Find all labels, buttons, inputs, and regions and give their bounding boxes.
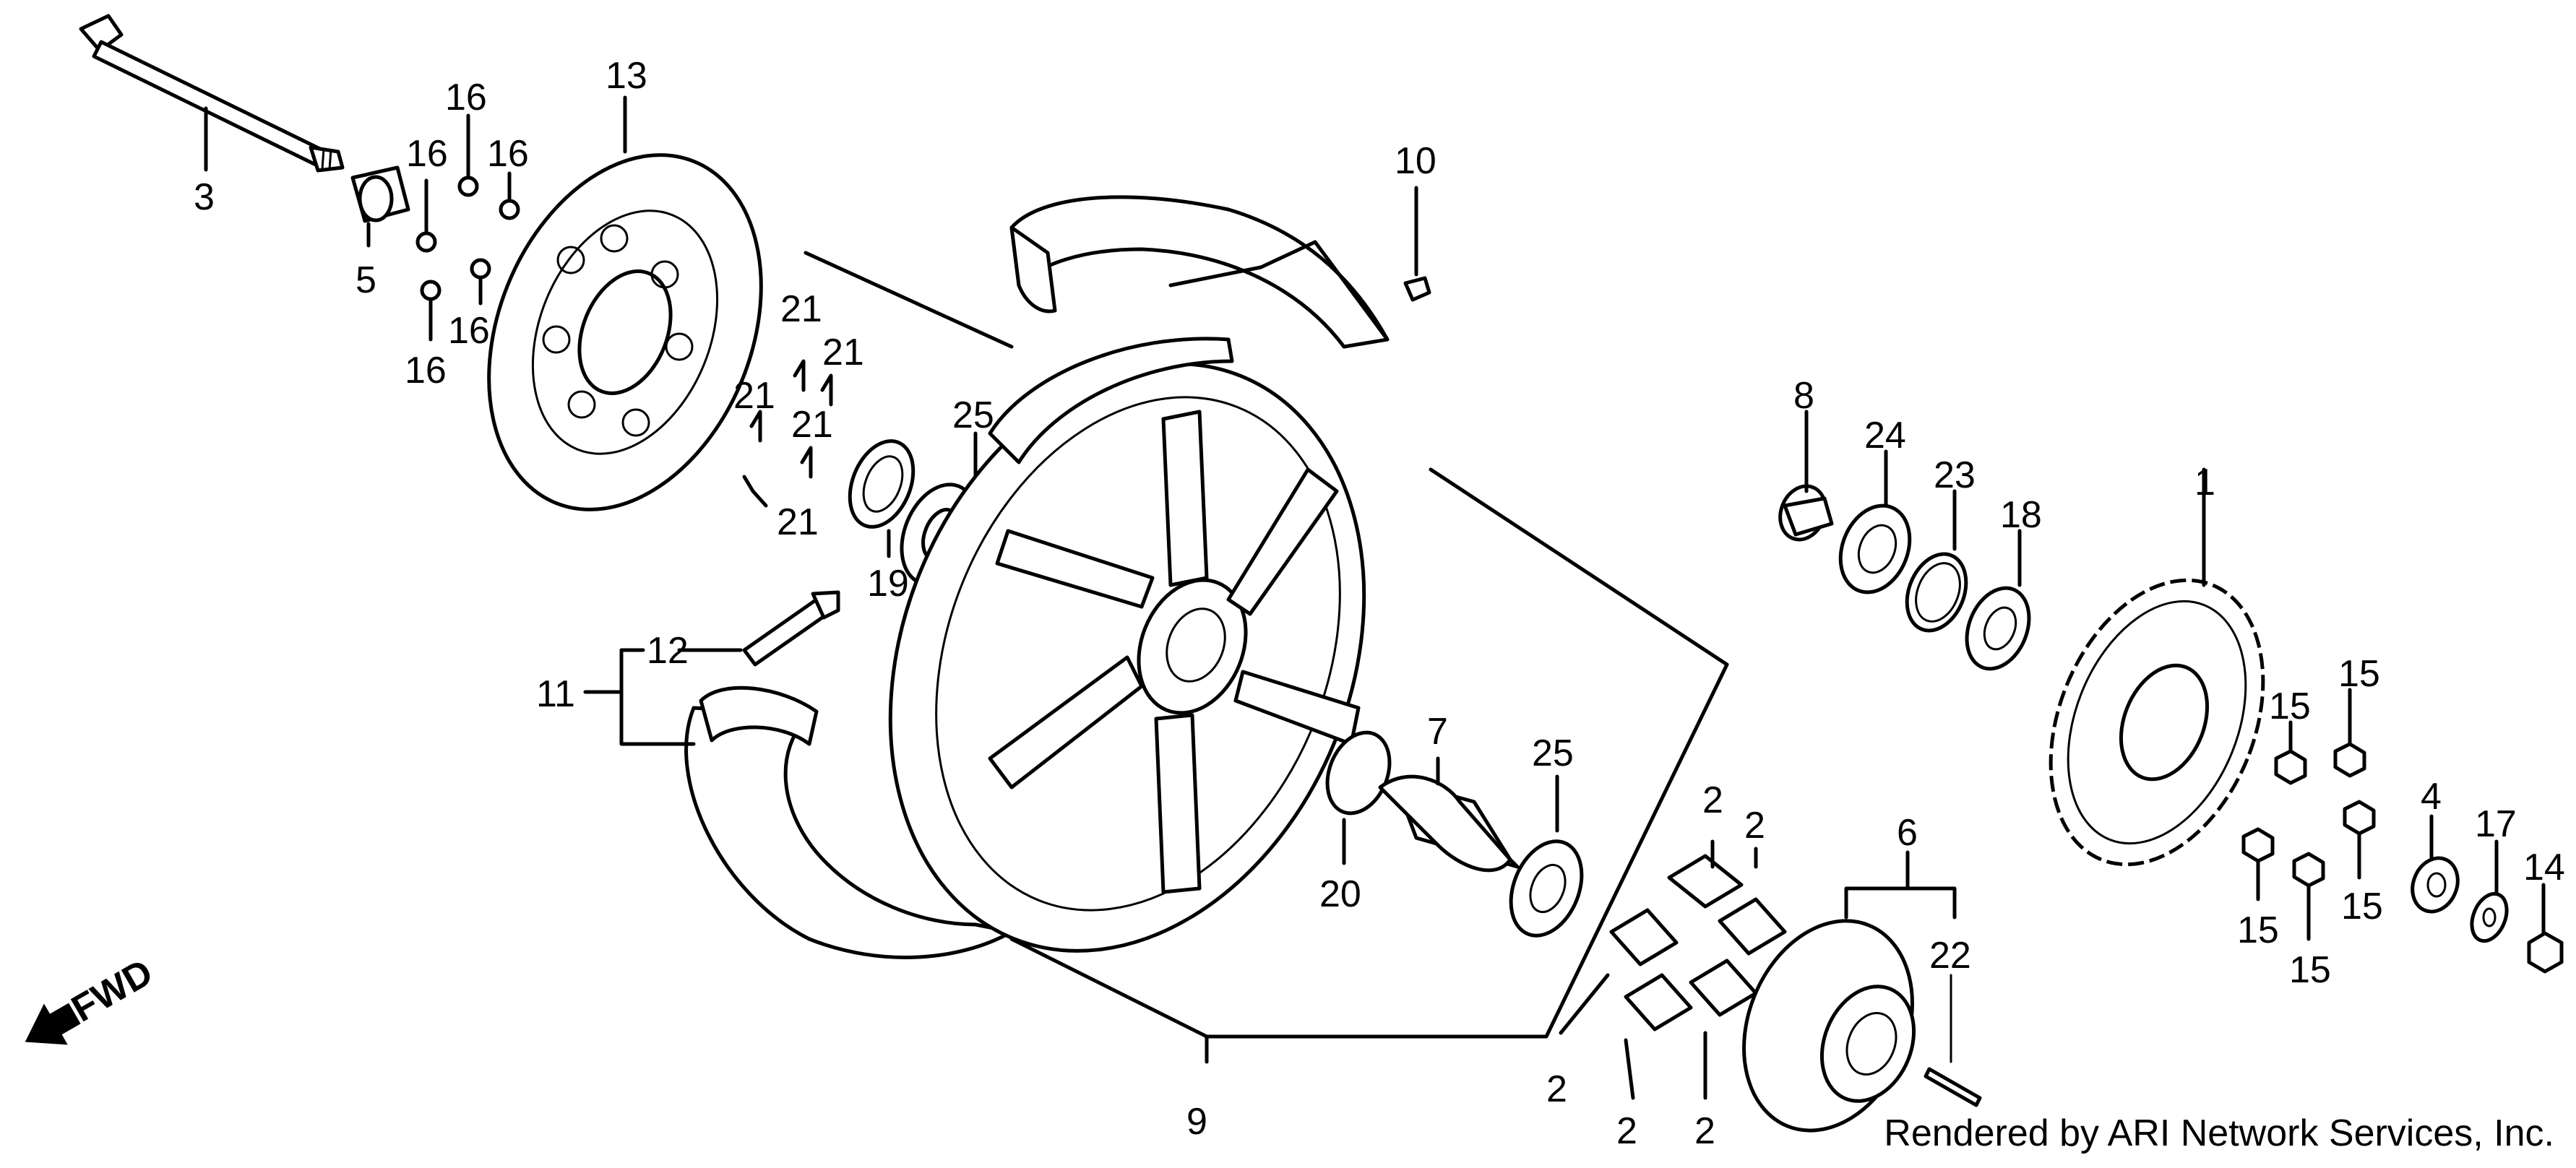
label-23: 23 xyxy=(1934,454,1976,496)
label-22: 22 xyxy=(1929,935,1971,977)
label-16: 16 xyxy=(406,133,448,175)
label-7: 7 xyxy=(1427,711,1448,753)
label-21: 21 xyxy=(780,288,822,330)
forward-arrow-icon: FWD xyxy=(25,951,160,1045)
fwd-label: FWD xyxy=(65,951,160,1030)
label-3: 3 xyxy=(194,176,215,218)
label-16: 16 xyxy=(448,310,490,352)
damper-rubbers xyxy=(1559,839,1787,1100)
label-4: 4 xyxy=(2421,776,2442,818)
label-10: 10 xyxy=(1395,140,1436,182)
clip-part xyxy=(1403,186,1431,302)
label-15: 15 xyxy=(2341,886,2383,927)
final-driven-flange xyxy=(1742,850,1982,1133)
label-2: 2 xyxy=(1546,1068,1567,1110)
label-21: 21 xyxy=(733,375,775,417)
label-2: 2 xyxy=(1694,1110,1715,1152)
label-21: 21 xyxy=(822,332,864,373)
sprocket-nuts xyxy=(2241,688,2376,941)
label-8: 8 xyxy=(1793,375,1814,417)
label-16: 16 xyxy=(487,133,529,175)
label-17: 17 xyxy=(2475,803,2517,845)
label-20: 20 xyxy=(1319,873,1361,915)
label-19: 19 xyxy=(867,563,909,605)
label-25: 25 xyxy=(952,394,994,436)
label-21: 21 xyxy=(777,501,819,543)
label-25: 25 xyxy=(1532,732,1574,774)
label-1: 1 xyxy=(2194,462,2215,503)
right-bearing-group xyxy=(1778,410,2031,671)
label-24: 24 xyxy=(1864,415,1906,457)
label-2: 2 xyxy=(1744,805,1765,847)
brake-disc xyxy=(487,95,763,511)
label-16: 16 xyxy=(405,350,447,392)
credit-text: Rendered by ARI Network Services, Inc. xyxy=(1884,1112,2554,1154)
wheel-rim xyxy=(804,240,1729,1064)
label-15: 15 xyxy=(2269,685,2311,727)
label-16: 16 xyxy=(445,77,487,118)
label-9: 9 xyxy=(1186,1101,1207,1143)
label-18: 18 xyxy=(2000,494,2042,536)
valve-stem xyxy=(583,590,840,746)
dampers xyxy=(742,359,833,508)
label-5: 5 xyxy=(356,259,376,301)
axle-collar-washer-nut xyxy=(2411,814,2564,974)
label-15: 15 xyxy=(2237,909,2279,951)
label-2: 2 xyxy=(1616,1110,1637,1152)
disc-bolts xyxy=(415,113,520,342)
sprocket xyxy=(2049,467,2265,867)
label-15: 15 xyxy=(2289,949,2331,991)
label-6: 6 xyxy=(1897,812,1918,854)
label-13: 13 xyxy=(606,55,647,97)
tyre xyxy=(684,195,1390,959)
label-11: 11 xyxy=(536,673,575,715)
label-12: 12 xyxy=(647,630,689,672)
label-2: 2 xyxy=(1702,779,1723,821)
lower-bearing-group xyxy=(1325,730,1584,938)
axle-part xyxy=(79,14,345,173)
part-number-labels: 3 5 16 16 16 16 16 13 21 21 21 21 21 25 … xyxy=(194,55,2565,1152)
label-21: 21 xyxy=(791,404,833,446)
spacer-part xyxy=(350,165,410,248)
label-14: 14 xyxy=(2523,847,2565,888)
label-15: 15 xyxy=(2338,653,2380,695)
